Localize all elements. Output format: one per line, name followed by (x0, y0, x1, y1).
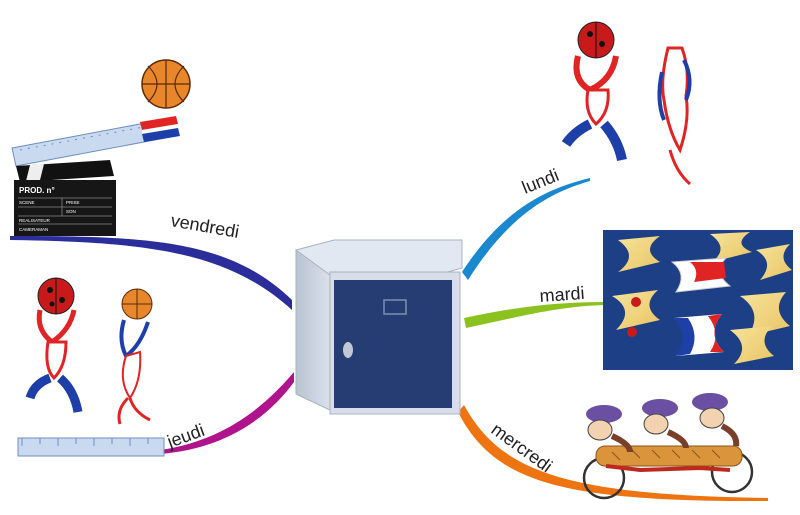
locker-door (334, 280, 452, 408)
label-mardi: mardi (539, 283, 585, 306)
ruler-icon (17, 437, 165, 457)
mardi-picture (603, 230, 793, 370)
lundi-picture (561, 21, 692, 186)
baguette-icon (595, 445, 743, 467)
clap-son: SON (66, 209, 76, 214)
jeudi-picture (17, 277, 165, 457)
branch-mardi (464, 302, 606, 328)
clapperboard-icon (14, 180, 116, 236)
vendredi-picture: PROD. n° SCENE PRISE SON REALISATEUR CAM… (11, 59, 191, 236)
branch-mercredi (458, 405, 768, 502)
mercredi-picture (582, 393, 754, 500)
label-vendredi: vendredi (169, 210, 240, 242)
clap-realisateur: REALISATEUR (19, 218, 51, 223)
clap-scene: SCENE (19, 200, 35, 205)
locker-image (295, 239, 463, 415)
clap-cameraman: CAMERAMAN (19, 227, 48, 232)
clap-title: PROD. n° (19, 186, 55, 195)
clap-prise: PRISE (66, 200, 80, 205)
